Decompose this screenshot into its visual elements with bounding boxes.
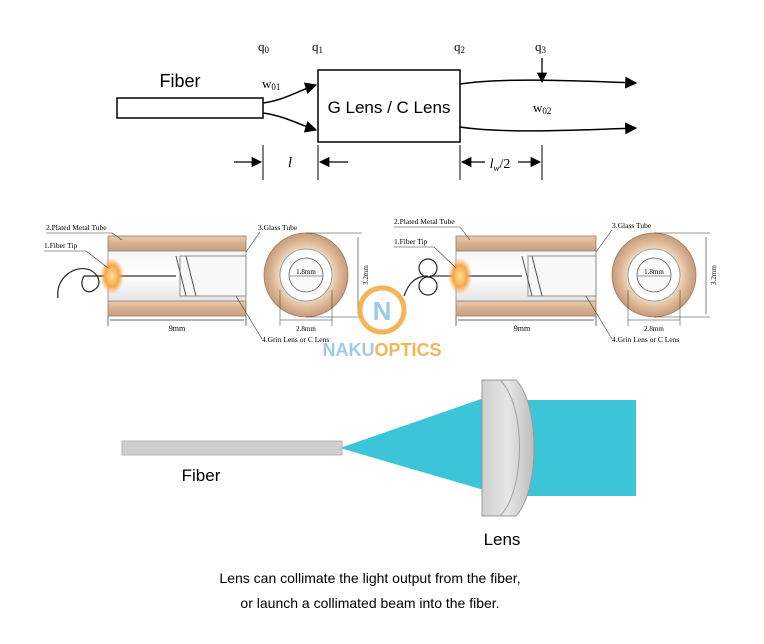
fiber-label: Fiber	[182, 466, 221, 485]
ray-lower-in	[262, 112, 318, 133]
logo-circle	[357, 285, 407, 335]
angled-face-2	[185, 255, 197, 297]
cross-section-lens	[288, 257, 324, 293]
angled-face-1	[175, 255, 187, 297]
fiber-loop	[57, 268, 104, 299]
logo-wordmark: NAKUOPTICS	[322, 340, 441, 360]
plated-tube-top	[455, 235, 597, 252]
grin-lens-leader	[585, 295, 613, 340]
gaussian-beam-diagram: Fiber G Lens / C Lens q0 q1 q2 q3 w01 w0…	[116, 39, 638, 180]
height-label: 3.2mm	[362, 265, 370, 285]
caption-line-1: Lens can collimate the light output from…	[219, 570, 520, 586]
grin-lens-leader	[235, 295, 263, 340]
plated-tube-label: 2.Plated Metal Tube	[394, 217, 455, 226]
lens-box	[317, 69, 461, 143]
inner-dia-label: 1.8mm	[296, 268, 316, 276]
caption-line-2: or launch a collimated beam into the fib…	[240, 595, 499, 611]
collimator-assembly-left: 2.Plated Metal Tube 1.Fiber Tip 3.Glass …	[44, 223, 370, 344]
q0-label: q0	[258, 39, 270, 55]
collimated-beam	[520, 400, 636, 496]
plated-tube-bottom	[107, 300, 247, 317]
height-label: 3.2mm	[710, 265, 718, 285]
glass-tube-label: 3.Glass Tube	[258, 223, 298, 232]
lw-label: lw/2	[490, 157, 511, 173]
fiber	[116, 97, 264, 119]
plated-tube-top	[107, 235, 247, 252]
length-label: 9mm	[169, 324, 186, 333]
outer-dia-label: 2.8mm	[296, 325, 316, 333]
w01-label: w01	[262, 76, 280, 92]
fiber-lead	[403, 275, 429, 297]
diverging-beam	[340, 398, 484, 490]
collimator-assembly-right: 2.Plated Metal Tube 1.Fiber Tip 3.Glass …	[394, 217, 718, 344]
grin-lens-label: 4.Grin Lens or C Lens	[612, 335, 679, 344]
ray-upper-in	[262, 82, 318, 104]
fiber-tip-leader-2	[433, 246, 457, 269]
l-label: l	[288, 155, 292, 171]
logo-letter: N	[373, 296, 392, 326]
ray-lower-out	[459, 122, 638, 135]
fiber-tip-label: 1.Fiber Tip	[394, 237, 428, 246]
glass-tube-leader	[595, 229, 613, 253]
angled-face-1	[521, 255, 533, 297]
fiber-tip-leader-2	[85, 250, 109, 269]
plated-tube-label: 2.Plated Metal Tube	[46, 223, 107, 232]
fiber-tip-label: 1.Fiber Tip	[44, 241, 78, 250]
plated-tube-leader-2	[459, 226, 471, 241]
angled-face-2	[531, 255, 543, 297]
glass-tube-leader	[245, 231, 261, 253]
plated-tube-leader-2	[111, 232, 123, 241]
glass-tube-label: 3.Glass Tube	[612, 221, 652, 230]
lens-curve-edge	[499, 379, 520, 517]
fiber-tip-glow	[448, 258, 472, 294]
collimation-illustration: Fiber Lens Lens can collimate the light …	[121, 379, 636, 611]
length-label: 9mm	[514, 324, 531, 333]
q3-label: q3	[535, 39, 547, 55]
cross-section-lens	[636, 257, 672, 293]
fiber-loop-upper	[418, 258, 438, 278]
q2-label: q2	[454, 39, 465, 55]
nakuoptics-logo: N NAKUOPTICS	[322, 285, 442, 360]
lens-box-label: G Lens / C Lens	[328, 98, 451, 117]
q1-label: q1	[312, 39, 323, 55]
ray-upper-out	[459, 76, 638, 89]
outer-dia-label: 2.8mm	[644, 325, 664, 333]
inner-dia-label: 1.8mm	[644, 268, 664, 276]
fiber-loop-lower	[418, 276, 438, 296]
fiber-tip-glow	[100, 258, 124, 294]
grin-lens-label: 4.Grin Lens or C Lens	[262, 335, 329, 344]
grin-lens-body	[527, 255, 597, 297]
plano-convex-lens	[481, 379, 535, 517]
w02-label: w02	[533, 100, 551, 116]
lens-label: Lens	[484, 530, 521, 549]
fiber-label: Fiber	[159, 71, 200, 91]
plated-tube-bottom	[455, 300, 597, 317]
grin-lens-body	[179, 255, 247, 297]
fiber-rod	[121, 440, 343, 456]
